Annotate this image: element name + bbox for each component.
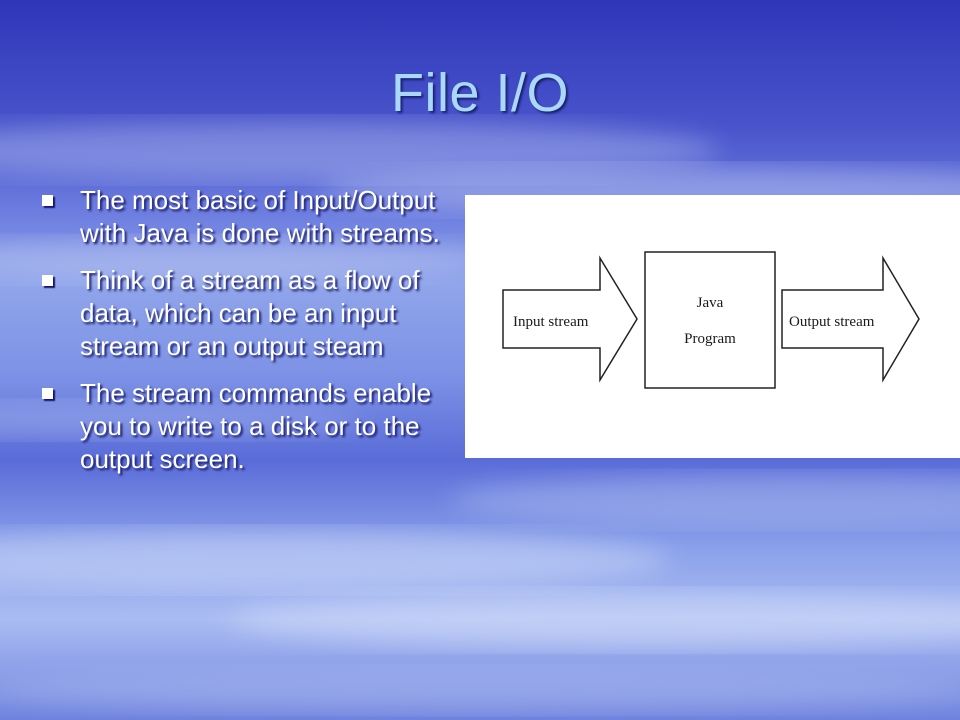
bullet-item: The stream commands enable you to write … [40, 377, 470, 476]
java-program-box [644, 251, 776, 389]
output-stream-label: Output stream [789, 314, 875, 330]
slide-title: File I/O [390, 63, 570, 123]
square-bullet-icon [42, 275, 53, 286]
bullet-item: The most basic of Input/Output with Java… [40, 184, 470, 250]
input-stream-arrow-icon [502, 255, 638, 383]
square-bullet-icon [42, 388, 53, 399]
bullet-text: Think of a stream as a flow of data, whi… [80, 265, 420, 361]
stream-diagram: Input stream Java Program Output stream [465, 195, 960, 458]
stream-diagram-svg: Input stream Java Program Output stream [502, 251, 920, 389]
bullet-list: The most basic of Input/Output with Java… [40, 184, 470, 490]
output-stream-arrow-icon [781, 255, 920, 383]
bullet-item: Think of a stream as a flow of data, whi… [40, 264, 470, 363]
bullet-text: The most basic of Input/Output with Java… [80, 185, 440, 248]
input-stream-label: Input stream [513, 314, 589, 330]
java-program-label-line2: Program [684, 331, 736, 347]
java-program-label-line1: Java [697, 295, 724, 311]
square-bullet-icon [42, 195, 53, 206]
bullet-text: The stream commands enable you to write … [80, 378, 432, 474]
